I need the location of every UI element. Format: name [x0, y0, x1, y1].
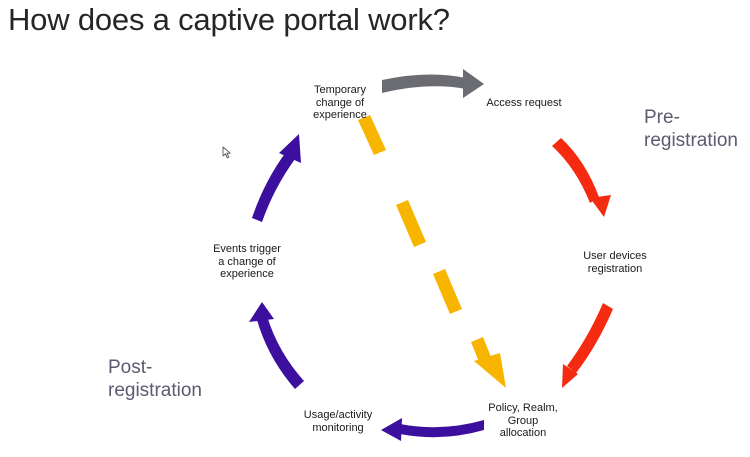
node-usage-monitoring: Usage/activity monitoring: [303, 409, 373, 434]
node-temporary-change: Temporary change of experience: [313, 84, 367, 121]
node-events-trigger: Events trigger a change of experience: [213, 243, 281, 280]
node-policy-allocation: Policy, Realm, Group allocation: [488, 402, 558, 439]
mouse-pointer-icon: [222, 146, 231, 159]
arrow-usage-to-events: [249, 302, 304, 389]
node-access-request: Access request: [486, 97, 562, 109]
phase-label-post-registration: Post- registration: [108, 357, 202, 401]
arrow-temporary-to-access: [382, 69, 484, 98]
phase-label-pre-registration: Pre- registration: [644, 107, 738, 151]
arrow-events-to-temporary: [252, 134, 301, 222]
node-user-devices-registration: User devices registration: [583, 250, 647, 275]
arrow-access-to-devices: [552, 138, 611, 217]
slide-title: How does a captive portal work?: [8, 2, 450, 37]
arrow-devices-to-policy: [562, 303, 613, 388]
arrow-temporary-to-policy-dashed: [358, 115, 506, 388]
arrow-policy-to-usage: [381, 418, 484, 441]
